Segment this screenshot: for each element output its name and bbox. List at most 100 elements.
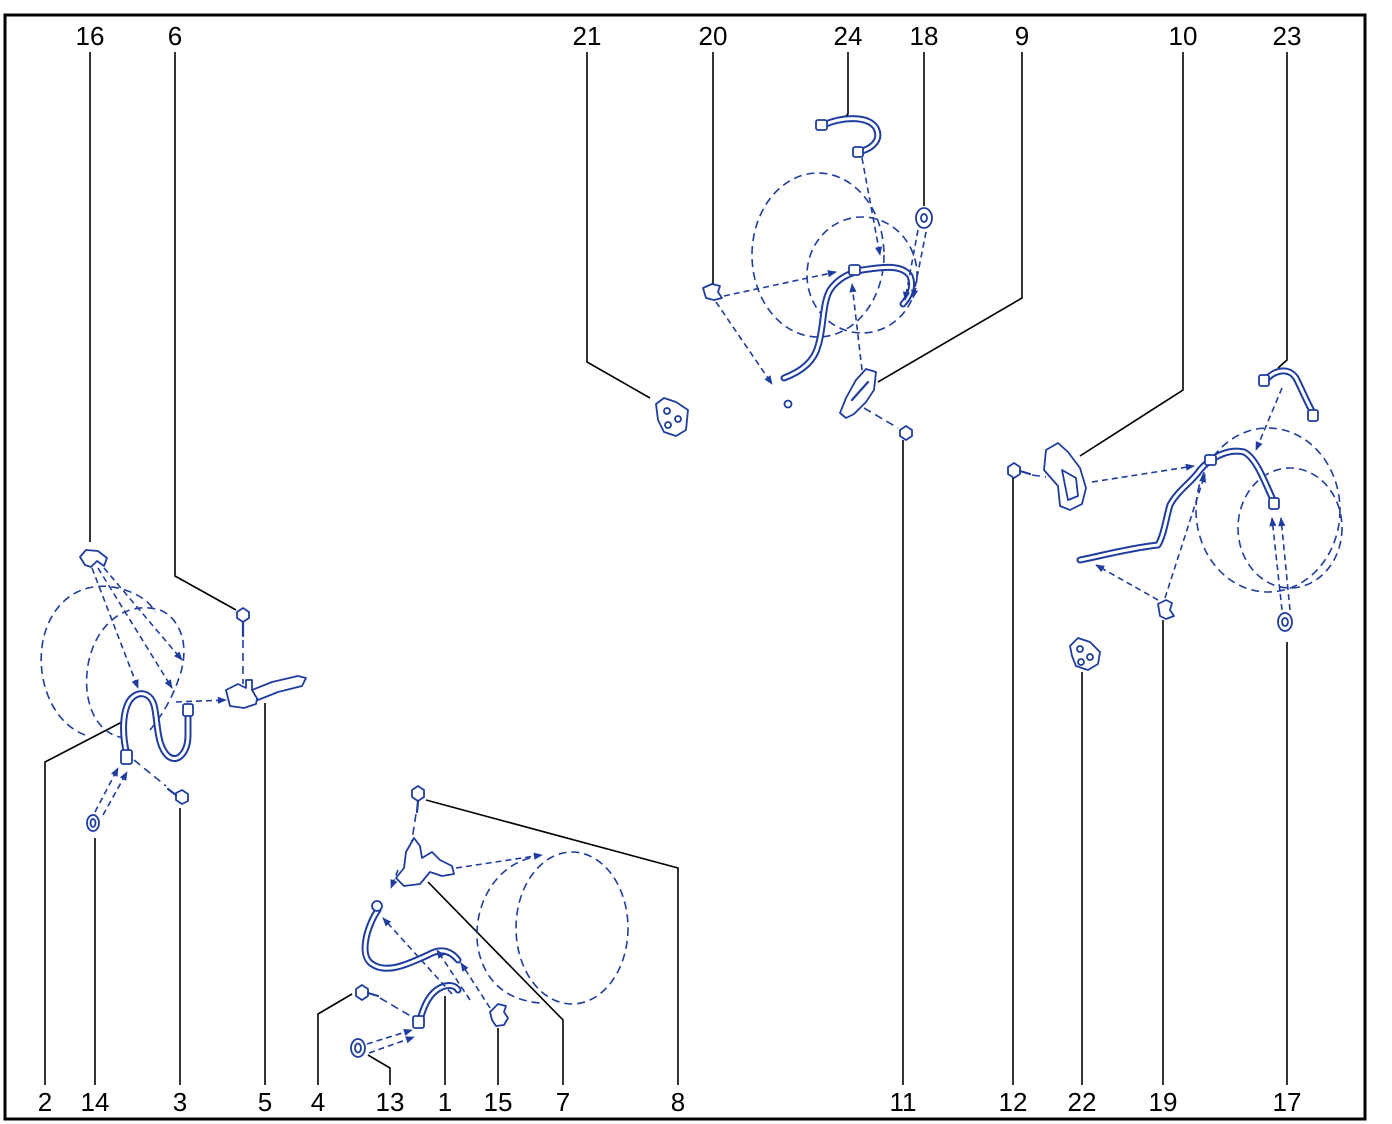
assembly-arrow — [723, 270, 837, 297]
assembly-arrow — [902, 229, 919, 301]
bolt-head — [899, 425, 913, 441]
hose-tube-core — [1078, 449, 1276, 562]
wheel-arc-outer — [40, 585, 156, 736]
wheel-outline-top — [751, 172, 918, 338]
wheel-ellipse — [515, 851, 629, 1005]
assembly-arrow — [715, 301, 773, 385]
bolt-shank — [415, 799, 420, 814]
callout-13: 13 — [376, 1087, 405, 1117]
callout-20: 20 — [699, 21, 728, 51]
bolt-head — [175, 789, 189, 805]
wheel-outline-left — [40, 585, 185, 739]
callout-16: 16 — [76, 21, 105, 51]
bolt-part-8 — [411, 785, 425, 814]
brake-pipe-right — [1076, 447, 1280, 564]
bracket-body — [225, 679, 259, 709]
callout-6: 6 — [168, 21, 182, 51]
assembly-arrow — [175, 696, 227, 704]
hose-fitting — [371, 900, 383, 912]
bracket-flange — [1061, 469, 1079, 501]
bolt-part-12 — [1007, 462, 1032, 479]
assembly-arrow — [1095, 564, 1159, 601]
clip-body — [489, 1003, 509, 1027]
callout-9: 9 — [1015, 21, 1029, 51]
leader-line-7 — [427, 881, 564, 1085]
clip-body — [1157, 599, 1175, 620]
assembly-line — [863, 407, 899, 429]
hose-tube-core — [122, 692, 190, 760]
washer-hole — [920, 213, 928, 223]
washer-part-13 — [350, 1038, 366, 1058]
wheel-outline-bottom — [476, 851, 629, 1005]
callout-11: 11 — [890, 1087, 917, 1117]
assembly-line — [1031, 474, 1047, 478]
bolt-shank — [366, 991, 380, 998]
bracket-part-9 — [839, 368, 877, 419]
diagram-frame — [3, 13, 1367, 1121]
washer-part-14 — [86, 814, 100, 832]
assembly-arrow — [91, 567, 139, 689]
hose-fitting — [1268, 497, 1280, 510]
hose-fitting — [1204, 454, 1217, 466]
brake-hose-part-23 — [1258, 367, 1319, 422]
leader-line-8 — [425, 799, 679, 1085]
callout-22: 22 — [1068, 1087, 1097, 1117]
bolt-part-3 — [166, 787, 189, 805]
clip-hole — [663, 407, 671, 415]
clip-body — [1069, 637, 1101, 671]
wheel-ellipse — [1195, 427, 1341, 593]
clip-part-16 — [79, 549, 108, 568]
callout-19: 19 — [1149, 1087, 1178, 1117]
bolt-shank — [1018, 469, 1032, 476]
assembly-arrow — [460, 962, 491, 1009]
clip-part-15 — [489, 1003, 509, 1027]
bolt-head — [1007, 462, 1021, 479]
bracket-body — [395, 837, 455, 887]
clip-hole — [1086, 653, 1094, 661]
clip-hole — [1077, 658, 1085, 666]
clip-body — [702, 283, 723, 301]
brake-pipe-top — [780, 263, 916, 409]
bracket-part-5 — [225, 675, 307, 709]
hose-fitting — [1258, 374, 1270, 387]
bolt-head — [355, 984, 369, 1001]
clip-part-19 — [1157, 599, 1175, 620]
top-callouts: 16 6 21 20 24 18 9 10 23 — [76, 21, 1302, 51]
bolt-part-11 — [899, 425, 913, 441]
assembly-arrow — [103, 567, 183, 661]
assembly-arrow — [1269, 517, 1283, 611]
leader-line-10 — [1079, 52, 1184, 457]
clip-hole — [1076, 645, 1084, 653]
callout-10: 10 — [1169, 21, 1198, 51]
clip-body — [79, 549, 108, 568]
bracket-part-7 — [395, 837, 455, 887]
leader-line-23 — [1277, 52, 1288, 369]
clip-part-21 — [655, 397, 689, 437]
bolt-head — [411, 785, 425, 802]
leader-line-2 — [44, 721, 123, 1085]
hose-tube-outline — [361, 906, 462, 972]
top-wheel-assembly — [655, 115, 933, 441]
assembly-arrow — [382, 917, 453, 995]
callout-23: 23 — [1273, 21, 1302, 51]
hose-fitting — [1307, 409, 1319, 422]
hose-tube-core — [822, 117, 880, 153]
assembly-arrow — [390, 869, 399, 889]
leader-line-13 — [367, 1054, 391, 1085]
brake-hose-part-2 — [120, 690, 194, 765]
assembly-arrow — [1164, 473, 1206, 599]
bracket-rib — [850, 380, 870, 402]
clip-part-20 — [702, 283, 723, 301]
assembly-arrow — [849, 283, 863, 371]
callout-18: 18 — [910, 21, 939, 51]
hose-tube-core — [418, 984, 460, 1022]
assembly-arrow — [1278, 517, 1291, 611]
callout-3: 3 — [173, 1087, 187, 1117]
assembly-arrow — [94, 767, 119, 813]
clip-part-22 — [1069, 637, 1101, 671]
wheel-arc-inner — [85, 607, 185, 739]
hose-fitting — [182, 703, 194, 717]
assembly-arrow — [102, 771, 128, 816]
bolt-shank — [166, 787, 178, 797]
callout-4: 4 — [311, 1087, 325, 1117]
